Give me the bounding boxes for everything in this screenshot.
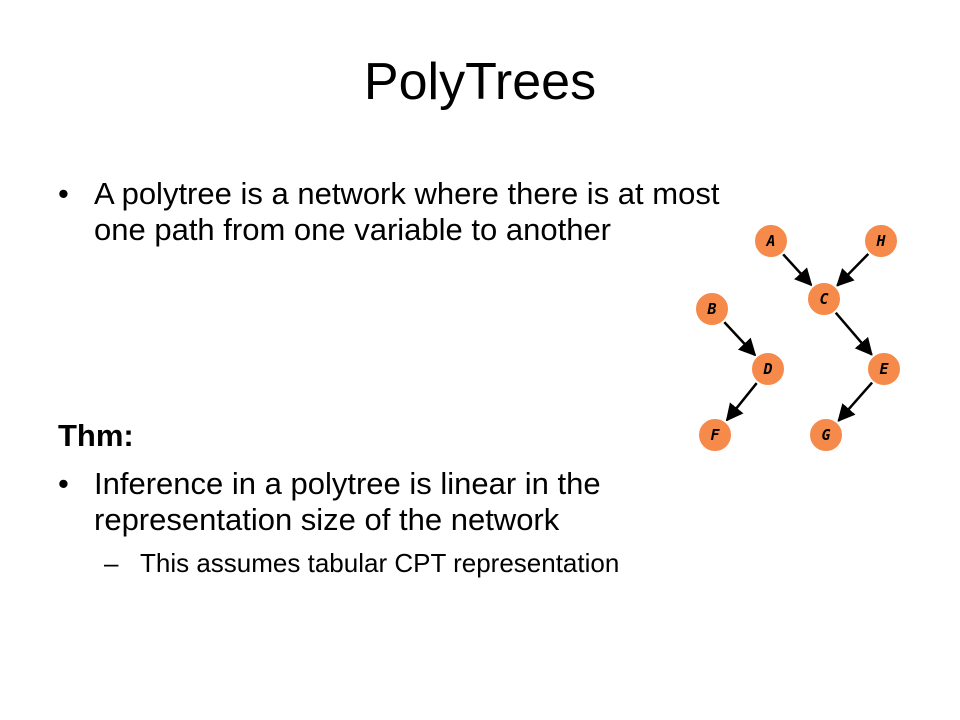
node-label: A [765, 232, 775, 250]
node-circle [694, 291, 730, 327]
edge-d-to-f [725, 382, 758, 422]
sub-bullet-text: This assumes tabular CPT representation [140, 548, 620, 578]
bullet-dot: • [58, 176, 69, 211]
node-label: H [875, 232, 886, 250]
node-label: G [821, 426, 830, 444]
node-circle [697, 417, 733, 453]
sub-bullet: –This assumes tabular CPT representation [104, 548, 619, 579]
node-label: D [762, 360, 772, 378]
edge-a-to-c [782, 253, 813, 287]
edge-h-to-c [836, 252, 870, 287]
node-circle [753, 223, 789, 259]
edge-c-to-e [834, 311, 873, 356]
node-a: A [753, 223, 789, 259]
node-circle [750, 351, 786, 387]
node-c: C [806, 281, 842, 317]
slide-title: PolyTrees [363, 53, 597, 111]
node-g: G [808, 417, 844, 453]
bullet-line-2: representation size of the network [94, 502, 560, 537]
edge-b-to-d [723, 321, 757, 357]
bullet-text: A polytree is a network where there is a… [94, 176, 734, 248]
node-b: B [694, 291, 730, 327]
bullet-dot: • [58, 466, 69, 501]
node-circle [866, 351, 902, 387]
sub-bullet-dash: – [104, 548, 119, 578]
bullet-line-1: A polytree is a network where there is a… [94, 176, 720, 211]
node-h: H [863, 223, 899, 259]
node-label: E [879, 360, 889, 378]
bullet-line-1: Inference in a polytree is linear in the [94, 466, 601, 501]
node-circle [806, 281, 842, 317]
node-label: F [710, 426, 720, 444]
node-label: B [706, 300, 716, 318]
node-e: E [866, 351, 902, 387]
node-d: D [750, 351, 786, 387]
bullet-text: Inference in a polytree is linear in the… [94, 466, 734, 538]
node-f: F [697, 417, 733, 453]
node-circle [863, 223, 899, 259]
edge-e-to-g [837, 381, 874, 423]
node-circle [808, 417, 844, 453]
theorem-label: Thm: [58, 418, 134, 453]
node-label: C [819, 290, 828, 308]
bullet-line-2: one path from one variable to another [94, 212, 612, 247]
